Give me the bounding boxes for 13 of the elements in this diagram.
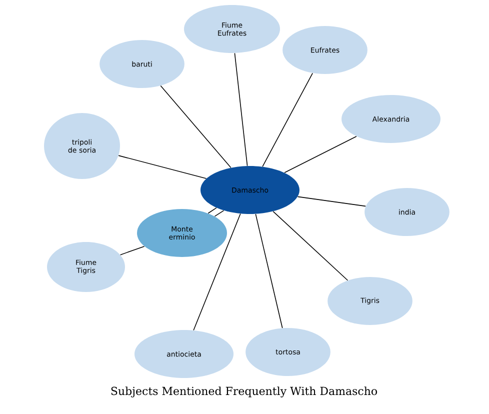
- connector-line: [214, 210, 224, 217]
- connector-line: [262, 72, 313, 167]
- connector-line: [208, 207, 217, 214]
- connector-line: [160, 85, 232, 168]
- connector-line: [234, 52, 248, 166]
- connector-line: [120, 246, 145, 256]
- connector-line: [193, 213, 241, 331]
- connector-line: [272, 211, 348, 281]
- connector-line: [284, 136, 357, 173]
- title: Subjects Mentioned Frequently With Damascho: [111, 386, 378, 398]
- connector-line: [297, 196, 366, 207]
- connector-line: [255, 214, 283, 328]
- connector-line: [118, 155, 207, 179]
